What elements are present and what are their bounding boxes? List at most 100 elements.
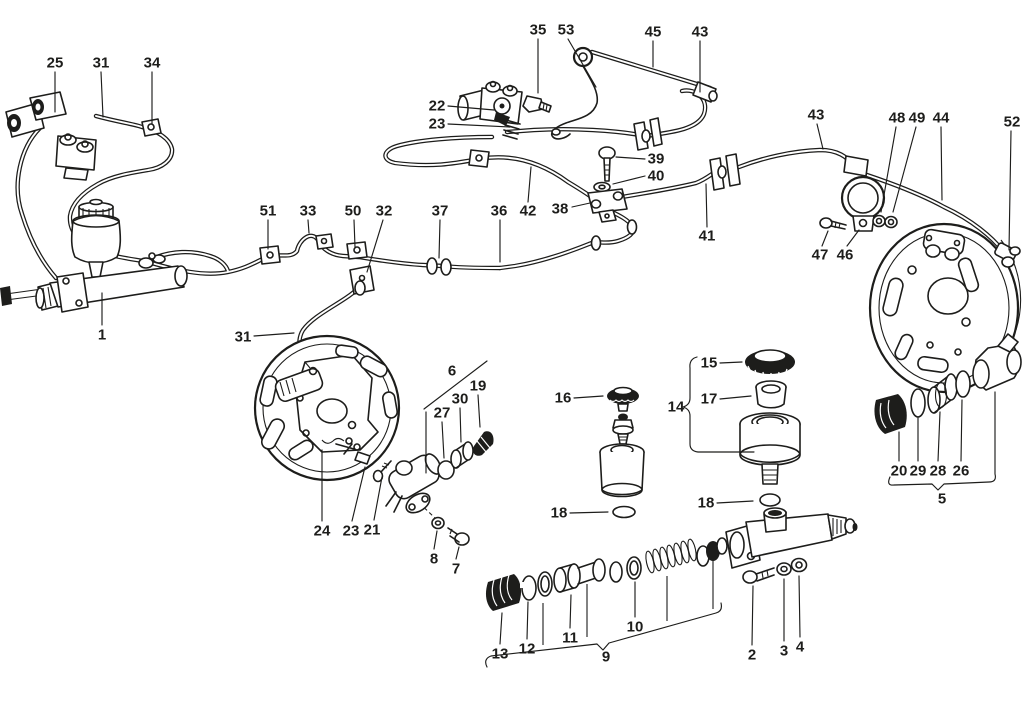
cup-seal <box>609 561 623 583</box>
leader-line-28 <box>937 411 941 462</box>
leader-line-23 <box>351 466 366 522</box>
part-label-20-44: 20 <box>891 463 908 480</box>
leader-bracket-6 <box>423 360 488 474</box>
leader-line-22 <box>447 105 495 111</box>
part-label-46-17: 46 <box>837 247 854 264</box>
part-label-35-3: 35 <box>530 22 547 39</box>
filler-filter-group <box>599 386 645 519</box>
part-label-7-43: 7 <box>452 561 460 578</box>
part-label-22-7: 22 <box>429 98 446 115</box>
filter-fitting <box>612 413 634 445</box>
part-label-50-20: 50 <box>345 203 362 220</box>
leader-line-42 <box>527 166 532 203</box>
bolt-47 <box>819 217 847 230</box>
part-label-52-15: 52 <box>1004 114 1021 131</box>
seal-26 <box>955 370 971 398</box>
part-label-23-8: 23 <box>429 116 446 133</box>
washer-10 <box>626 556 642 580</box>
washer-3 <box>776 562 792 576</box>
part-label-40-10: 40 <box>648 168 665 185</box>
part-label-44-14: 44 <box>933 110 950 127</box>
part-label-33-19: 33 <box>300 203 317 220</box>
rear-wheel-cylinder-parts <box>874 333 1022 434</box>
leader-line-33 <box>307 219 310 234</box>
master-cylinder-housing <box>725 507 858 569</box>
pipe-clips-midrun <box>259 233 452 296</box>
leader-line-49 <box>892 126 917 213</box>
cylinder-body-5 <box>972 333 1022 391</box>
part-label-32-21: 32 <box>376 203 393 220</box>
leader-line-48 <box>880 126 897 213</box>
clamp-46-assembly <box>819 155 898 232</box>
leader-line-40 <box>612 175 646 185</box>
wheel-cylinder-on-plate <box>922 228 966 261</box>
part-label-29-45: 29 <box>910 463 927 480</box>
leader-line-46 <box>846 229 860 247</box>
leader-line-18 <box>716 500 754 504</box>
bleeder-screw-23 <box>354 451 371 465</box>
o-ring-18 <box>612 505 636 519</box>
part-label-23-40: 23 <box>343 523 360 540</box>
part-label-24-39: 24 <box>314 523 331 540</box>
leader-bracket-9 <box>485 602 723 668</box>
master-cylinder-assembly <box>0 198 188 313</box>
part-label-5-48: 5 <box>938 491 946 508</box>
part-label-48-12: 48 <box>889 110 906 127</box>
part-label-45-5: 45 <box>645 24 662 41</box>
leader-line-38 <box>571 202 591 208</box>
part-label-41-26: 41 <box>699 228 716 245</box>
leader-line-26 <box>960 399 963 462</box>
leader-line-16 <box>573 395 604 399</box>
master-cylinder-repair-kit <box>485 507 858 611</box>
insert-17 <box>755 380 787 409</box>
pipe-clip-34 <box>141 118 162 137</box>
leader-line-39 <box>615 156 646 160</box>
part-label-9-53: 9 <box>602 649 610 666</box>
leader-line-17 <box>719 395 752 400</box>
part-label-26-47: 26 <box>953 463 970 480</box>
part-label-3-55: 3 <box>780 643 788 660</box>
part-label-14-32: 14 <box>668 399 685 416</box>
stoplight-switch-union <box>457 46 599 168</box>
leader-line-31 <box>253 332 295 337</box>
mount-bracket-53 <box>551 46 599 140</box>
leader-line-41 <box>705 183 708 228</box>
clip-51 <box>259 245 281 265</box>
part-label-47-16: 47 <box>812 247 829 264</box>
grommet-37 <box>426 257 438 275</box>
part-label-27-38: 27 <box>434 405 451 422</box>
leader-line-8 <box>433 530 438 550</box>
boot-19 <box>472 431 494 456</box>
left-backing-plate <box>253 334 401 482</box>
leader-bracket-14 <box>682 356 755 453</box>
part-label-2-54: 2 <box>748 647 756 664</box>
part-label-39-9: 39 <box>648 151 665 168</box>
leader-line-32 <box>366 219 384 273</box>
switch-spring-23 <box>502 119 521 140</box>
piston-28 <box>927 373 958 414</box>
switch-plug-35 <box>522 95 552 113</box>
nut-49 <box>884 215 898 229</box>
return-spring <box>645 538 697 574</box>
part-label-49-13: 49 <box>909 110 926 127</box>
leader-line-52 <box>1008 130 1012 251</box>
part-label-28-46: 28 <box>930 463 947 480</box>
cap-15 <box>745 349 795 379</box>
wheel-cylinder-on-plate <box>274 361 324 403</box>
part-label-16-29: 16 <box>555 390 572 407</box>
boot-20 <box>874 394 907 434</box>
part-label-36-23: 36 <box>491 203 508 220</box>
leader-line-12 <box>526 601 529 640</box>
leader-line-15 <box>719 361 743 364</box>
boot-13 <box>485 574 522 611</box>
nut-4 <box>790 557 808 573</box>
leader-line-53 <box>567 38 597 88</box>
pipe-grommet <box>626 219 638 235</box>
part-label-11-51: 11 <box>562 630 578 647</box>
leader-line-2 <box>751 585 754 646</box>
leader-line-44 <box>940 126 943 201</box>
leader-line-11 <box>569 594 572 629</box>
